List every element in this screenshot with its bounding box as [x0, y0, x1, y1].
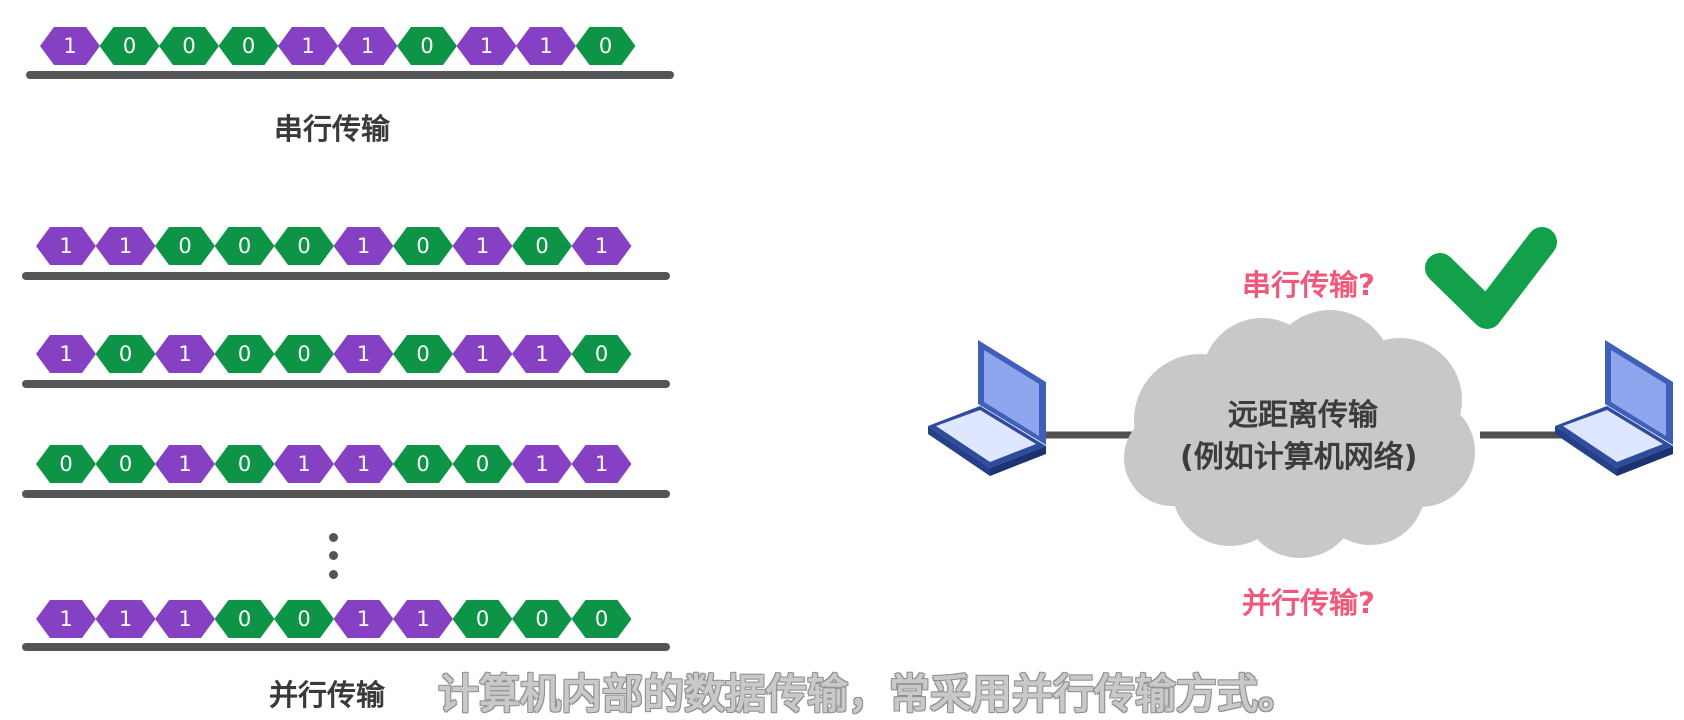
bit-cell: 1 — [337, 27, 398, 65]
bit-cell: 1 — [571, 227, 632, 265]
ellipsis-dot — [329, 551, 338, 560]
bit-cell: 1 — [36, 335, 96, 373]
parallel-bus-line-3 — [22, 490, 670, 498]
video-subtitle: 计算机内部的数据传输，常采用并行传输方式。 — [438, 670, 1299, 718]
bit-cell: 1 — [274, 445, 334, 483]
bit-cell: 0 — [214, 227, 275, 265]
bit-cell: 0 — [575, 27, 636, 65]
bit-cell: 0 — [36, 445, 96, 483]
bit-cell: 0 — [214, 335, 275, 373]
parallel-caption: 并行传输 — [269, 678, 386, 712]
bit-cell: 0 — [274, 227, 334, 265]
bit-cell: 1 — [155, 600, 215, 638]
bit-cell: 1 — [452, 335, 513, 373]
bit-cell: 1 — [95, 600, 156, 638]
serial-caption: 串行传输 — [274, 112, 391, 146]
bit-cell: 0 — [393, 227, 453, 265]
bit-cell: 0 — [452, 600, 513, 638]
bit-cell: 1 — [155, 445, 215, 483]
bit-cell: 1 — [36, 600, 96, 638]
bit-cell: 1 — [155, 335, 215, 373]
bit-cell: 1 — [512, 445, 572, 483]
cloud-label-line1: 远距离传输 — [1228, 398, 1378, 433]
bit-cell: 1 — [36, 227, 96, 265]
bit-cell: 0 — [397, 27, 457, 65]
bit-cell: 0 — [571, 335, 632, 373]
parallel-bus-line-1 — [22, 272, 670, 280]
bit-cell: 1 — [571, 445, 632, 483]
bit-cell: 0 — [99, 27, 160, 65]
serial-question-label: 串行传输? — [1242, 268, 1375, 302]
cloud-shape — [1124, 310, 1475, 558]
bit-cell: 1 — [40, 27, 100, 65]
bit-cell: 1 — [452, 227, 513, 265]
bit-cell: 1 — [333, 227, 394, 265]
checkmark-icon — [1425, 227, 1557, 329]
bit-cell: 0 — [274, 335, 334, 373]
bit-cell: 0 — [159, 27, 219, 65]
bit-cell: 0 — [155, 227, 215, 265]
laptop-icon — [928, 340, 1046, 476]
ellipsis-dot — [329, 533, 338, 542]
serial-bus-line — [26, 71, 674, 79]
bit-cell: 0 — [274, 600, 334, 638]
bit-cell: 1 — [333, 445, 394, 483]
bit-cell: 0 — [452, 445, 513, 483]
bit-cell: 1 — [95, 227, 156, 265]
bit-cell: 1 — [512, 335, 572, 373]
bit-cell: 0 — [218, 27, 279, 65]
bit-cell: 0 — [214, 445, 275, 483]
bit-cell: 1 — [278, 27, 338, 65]
ellipsis-dot — [329, 570, 338, 579]
bit-cell: 1 — [393, 600, 453, 638]
bit-cell: 1 — [333, 600, 394, 638]
bit-cell: 0 — [393, 445, 453, 483]
bit-cell: 1 — [333, 335, 394, 373]
bit-cell: 0 — [512, 227, 572, 265]
cloud-label-line2: (例如计算机网络) — [1180, 440, 1418, 475]
bit-cell: 0 — [393, 335, 453, 373]
bit-cell: 0 — [95, 445, 156, 483]
bit-cell: 0 — [214, 600, 275, 638]
bit-cell: 0 — [571, 600, 632, 638]
parallel-bus-line-2 — [22, 380, 670, 388]
bit-cell: 0 — [95, 335, 156, 373]
laptop-icon — [1555, 340, 1673, 476]
parallel-bus-line-4 — [22, 643, 670, 651]
bit-cell: 1 — [456, 27, 517, 65]
bit-cell: 0 — [512, 600, 572, 638]
parallel-question-label: 并行传输? — [1242, 586, 1375, 620]
bit-cell: 1 — [516, 27, 576, 65]
